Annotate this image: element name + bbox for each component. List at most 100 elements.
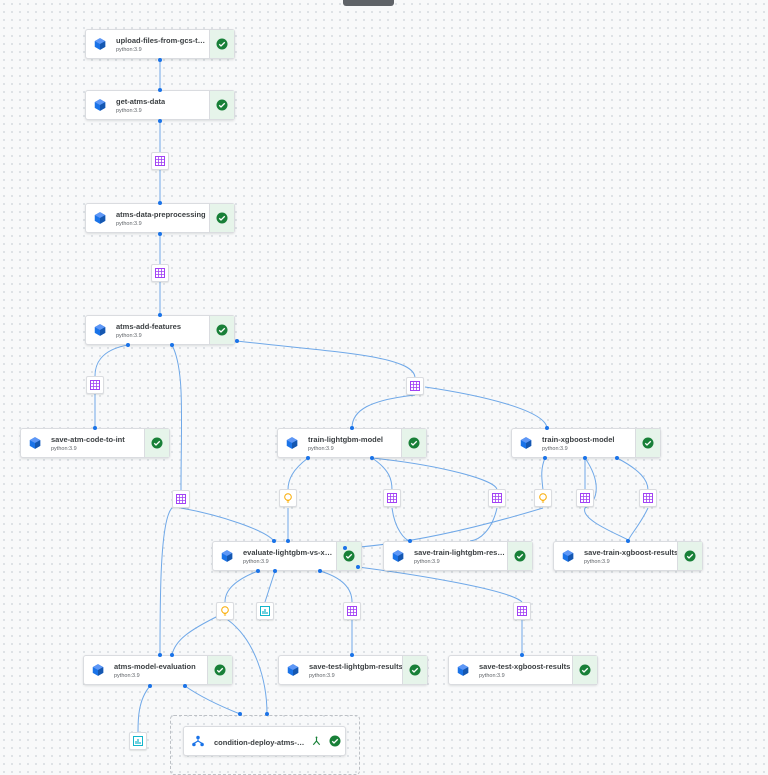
node-name: evaluate-lightgbm-vs-xg... xyxy=(243,548,333,557)
node-atms-model-evaluation[interactable]: atms-model-evaluation python:3.9 xyxy=(83,655,233,685)
output-port[interactable] xyxy=(615,456,619,460)
edge xyxy=(357,566,523,603)
dataset-artifact[interactable] xyxy=(151,264,169,282)
dataset-artifact[interactable] xyxy=(576,489,594,507)
condition-branch-icon xyxy=(312,736,321,746)
node-name: atms-model-evaluation xyxy=(114,662,196,671)
input-port[interactable] xyxy=(350,653,354,657)
input-port[interactable] xyxy=(343,546,347,550)
dataset-artifact[interactable] xyxy=(86,376,104,394)
check-icon xyxy=(329,735,341,747)
output-port[interactable] xyxy=(235,339,239,343)
node-save-atm-code-to-int[interactable]: save-atm-code-to-int python:3.9 xyxy=(20,428,170,458)
dataset-grid-icon xyxy=(155,156,165,166)
input-port[interactable] xyxy=(545,426,549,430)
model-artifact[interactable] xyxy=(216,602,234,620)
check-icon xyxy=(579,664,591,676)
output-port[interactable] xyxy=(306,456,310,460)
dataset-grid-icon xyxy=(176,494,186,504)
output-port[interactable] xyxy=(183,684,187,688)
edge xyxy=(319,570,353,603)
edge xyxy=(94,344,129,377)
output-port[interactable] xyxy=(273,569,277,573)
dataset-artifact[interactable] xyxy=(343,602,361,620)
dataset-artifact[interactable] xyxy=(383,489,401,507)
metrics-artifact[interactable] xyxy=(256,602,274,620)
input-port[interactable] xyxy=(408,539,412,543)
input-port[interactable] xyxy=(158,201,162,205)
dataset-artifact[interactable] xyxy=(488,489,506,507)
node-name: save-test-xgboost-results xyxy=(479,662,571,671)
input-port[interactable] xyxy=(238,712,242,716)
model-artifact[interactable] xyxy=(279,489,297,507)
node-save-test-xgboost-results[interactable]: save-test-xgboost-results python:3.9 xyxy=(448,655,598,685)
output-port[interactable] xyxy=(370,456,374,460)
model-artifact[interactable] xyxy=(534,489,552,507)
input-port[interactable] xyxy=(170,653,174,657)
check-icon xyxy=(216,99,228,111)
node-evaluate-lightgbm-vs-xgboost[interactable]: evaluate-lightgbm-vs-xg... python:3.9 xyxy=(212,541,362,571)
node-train-lightgbm-model[interactable]: train-lightgbm-model python:3.9 xyxy=(277,428,427,458)
input-port[interactable] xyxy=(158,653,162,657)
node-save-train-xgboost-results[interactable]: save-train-xgboost-results python:3.9 xyxy=(553,541,703,571)
node-save-train-lightgbm-results[interactable]: save-train-lightgbm-resul... python:3.9 xyxy=(383,541,533,571)
input-port[interactable] xyxy=(158,88,162,92)
cube-icon xyxy=(392,550,404,562)
edge xyxy=(351,394,416,429)
status-cell xyxy=(209,30,234,58)
dataset-artifact[interactable] xyxy=(639,489,657,507)
edge xyxy=(287,457,309,491)
input-port[interactable] xyxy=(350,426,354,430)
node-train-xgboost-model[interactable]: train-xgboost-model python:3.9 xyxy=(511,428,661,458)
dataset-grid-icon xyxy=(347,606,357,616)
dataset-artifact[interactable] xyxy=(151,152,169,170)
node-name: atms-data-preprocessing xyxy=(116,210,206,219)
node-get-atms-data[interactable]: get-atms-data python:3.9 xyxy=(85,90,235,120)
output-port[interactable] xyxy=(148,684,152,688)
node-runtime: python:3.9 xyxy=(116,108,142,114)
node-atms-data-preprocessing[interactable]: atms-data-preprocessing python:3.9 xyxy=(85,203,235,233)
check-icon xyxy=(216,324,228,336)
input-port[interactable] xyxy=(158,313,162,317)
output-port[interactable] xyxy=(356,565,360,569)
output-port[interactable] xyxy=(318,569,322,573)
input-port[interactable] xyxy=(286,539,290,543)
edge xyxy=(171,344,183,491)
output-port[interactable] xyxy=(543,456,547,460)
node-name: save-atm-code-to-int xyxy=(51,435,125,444)
metrics-artifact[interactable] xyxy=(129,732,147,750)
dataset-artifact[interactable] xyxy=(406,377,424,395)
edge xyxy=(371,457,498,491)
node-runtime: python:3.9 xyxy=(542,446,568,452)
input-port[interactable] xyxy=(265,712,269,716)
status-cell xyxy=(144,429,169,457)
edge xyxy=(344,507,544,549)
output-port[interactable] xyxy=(583,456,587,460)
output-port[interactable] xyxy=(158,232,162,236)
output-port[interactable] xyxy=(170,343,174,347)
status-cell xyxy=(635,429,660,457)
input-port[interactable] xyxy=(626,539,630,543)
cube-icon xyxy=(221,550,233,562)
output-port[interactable] xyxy=(126,343,130,347)
dataset-artifact[interactable] xyxy=(513,602,531,620)
input-port[interactable] xyxy=(520,653,524,657)
output-port[interactable] xyxy=(158,58,162,62)
node-name: condition-deploy-atms-p... xyxy=(214,738,306,747)
output-port[interactable] xyxy=(256,569,260,573)
dataset-artifact[interactable] xyxy=(172,490,190,508)
status-cell xyxy=(209,316,234,344)
dataset-grid-icon xyxy=(643,493,653,503)
node-upload[interactable]: upload-files-from-gcs-to-... python:3.9 xyxy=(85,29,235,59)
edge xyxy=(469,507,498,542)
node-atms-add-features[interactable]: atms-add-features python:3.9 xyxy=(85,315,235,345)
node-condition-deploy[interactable]: condition-deploy-atms-p... xyxy=(183,726,346,756)
node-runtime: python:3.9 xyxy=(308,446,334,452)
output-port[interactable] xyxy=(158,119,162,123)
input-port[interactable] xyxy=(272,539,276,543)
node-runtime: python:3.9 xyxy=(116,221,142,227)
node-save-test-lightgbm-results[interactable]: save-test-lightgbm-results python:3.9 xyxy=(278,655,428,685)
input-port[interactable] xyxy=(93,426,97,430)
check-icon xyxy=(216,38,228,50)
lightbulb-icon xyxy=(539,493,547,503)
